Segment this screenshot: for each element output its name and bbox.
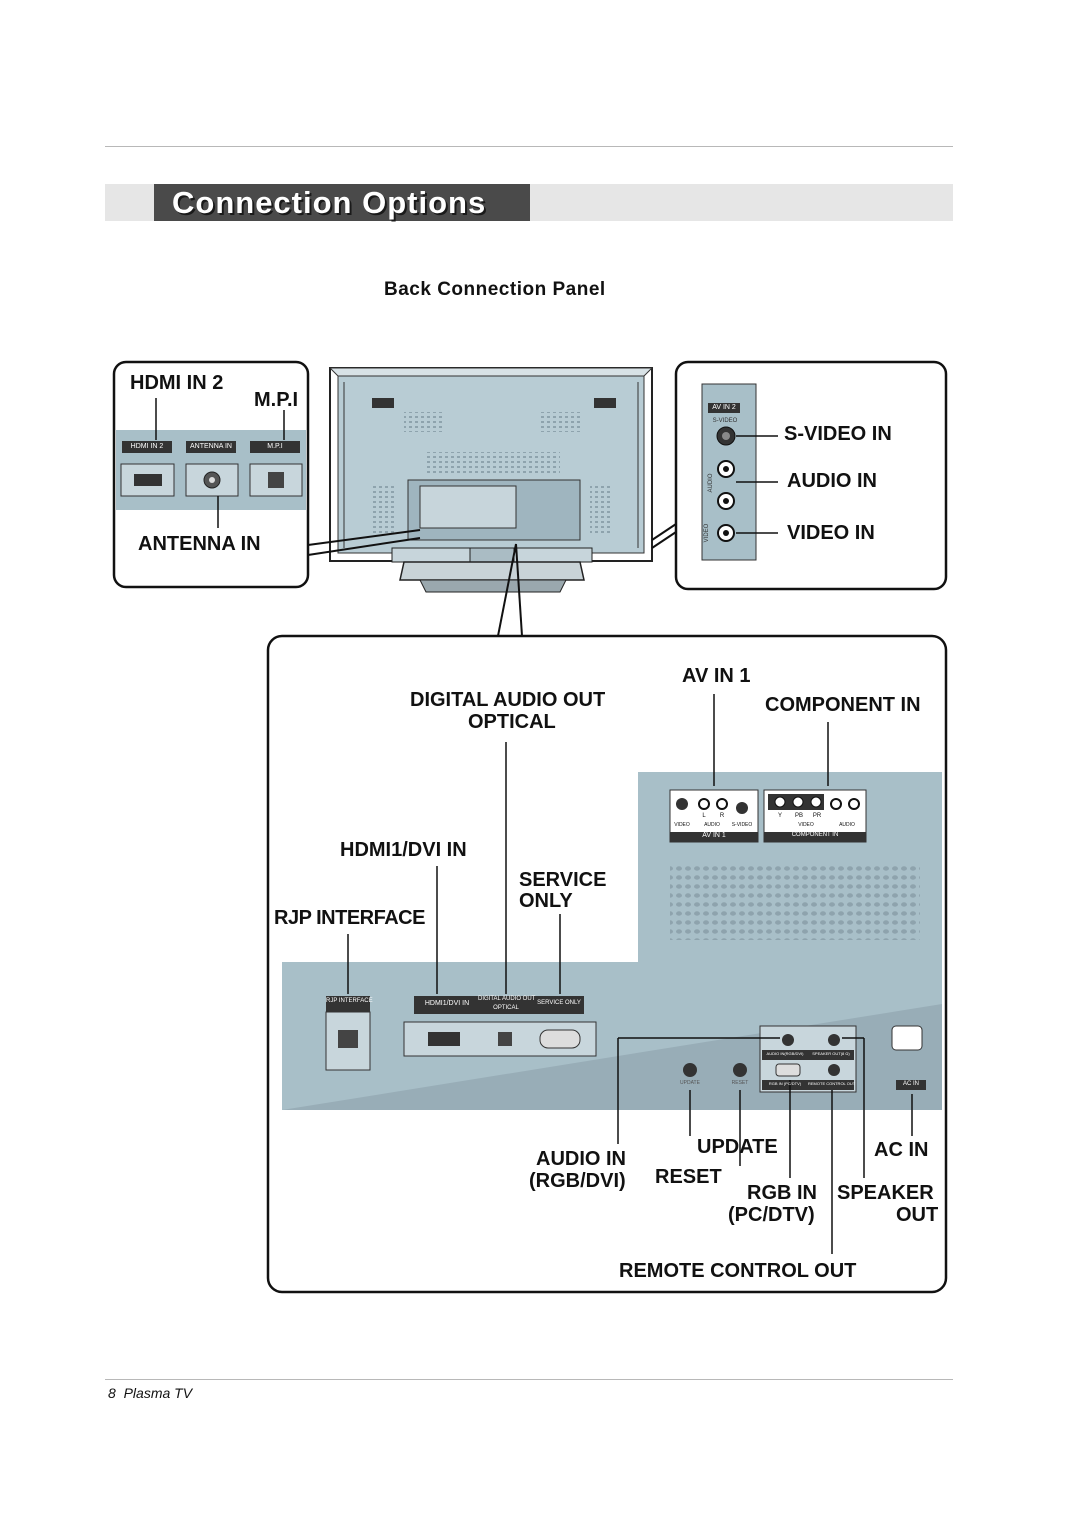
panel-rjp-tag: RJP INTERFACE bbox=[326, 998, 373, 1004]
antenna-in-label: ANTENNA IN bbox=[138, 533, 261, 555]
top-rule bbox=[105, 146, 953, 147]
optical-label: OPTICAL bbox=[468, 711, 556, 733]
left-callout-box bbox=[112, 360, 421, 589]
component-in-label: COMPONENT IN bbox=[765, 694, 921, 716]
hdmi1-dvi-in-label: HDMI1/DVI IN bbox=[340, 839, 467, 861]
panel-audio-tag-av1: AUDIO bbox=[704, 822, 720, 828]
panel-component-tag: COMPONENT IN bbox=[791, 832, 839, 838]
pc-dtv-label: (PC/DTV) bbox=[728, 1204, 815, 1226]
digital-audio-out-label: DIGITAL AUDIO OUT bbox=[410, 689, 606, 711]
panel-audio-tag-comp: AUDIO bbox=[839, 822, 855, 828]
panel-speaker-out-tag: SPEAKER OUT(8 Ω) bbox=[812, 1051, 850, 1056]
section-title: Connection Options bbox=[172, 185, 487, 220]
only-label: ONLY bbox=[519, 890, 573, 912]
panel-svideo-tag: S-VIDEO bbox=[712, 418, 738, 424]
hdmi-in2-label: HDMI IN 2 bbox=[130, 372, 224, 394]
page-number: 8 bbox=[108, 1385, 116, 1401]
panel-r-tag: R bbox=[719, 813, 725, 819]
panel-video-tag-av1: VIDEO bbox=[674, 822, 690, 828]
panel-y-tag: Y bbox=[777, 813, 782, 819]
panel-hdmi2-tag: HDMI IN 2 bbox=[130, 443, 164, 450]
panel-pb-tag: PB bbox=[794, 813, 803, 819]
panel-ac-in-tag: AC IN bbox=[902, 1081, 919, 1087]
panel-svideo-tag-av1: S-VIDEO bbox=[731, 822, 753, 828]
bottom-rule bbox=[105, 1379, 953, 1380]
rgb-in-label: RGB IN bbox=[747, 1182, 817, 1204]
panel-rgb-in-tag: RGB IN (PC/DTV) bbox=[768, 1081, 802, 1086]
rgb-dvi-label: (RGB/DVI) bbox=[529, 1170, 626, 1192]
remote-control-out-label: REMOTE CONTROL OUT bbox=[619, 1260, 857, 1282]
video-in-label: VIDEO IN bbox=[787, 522, 875, 544]
panel-antenna-tag: ANTENNA IN bbox=[189, 443, 232, 450]
audio-in-label: AUDIO IN bbox=[787, 470, 877, 492]
panel-video-tag: VIDEO bbox=[704, 523, 710, 543]
panel-l-tag: L bbox=[702, 813, 706, 819]
panel-mpi-tag: M.P.I bbox=[267, 443, 283, 450]
panel-audio-tag: AUDIO bbox=[708, 473, 714, 493]
panel-digital-tag: DIGITAL AUDIO OUT bbox=[478, 996, 536, 1002]
reset-label: RESET bbox=[655, 1166, 722, 1188]
right-callout-box bbox=[651, 360, 948, 591]
panel-optical-tag: OPTICAL bbox=[493, 1005, 519, 1011]
footer-label: Plasma TV bbox=[123, 1385, 193, 1401]
panel-pr-tag: PR bbox=[812, 813, 822, 819]
tv-back-illustration bbox=[328, 367, 654, 593]
rjp-interface-label: RJP INTERFACE bbox=[274, 907, 425, 929]
mpi-label: M.P.I bbox=[254, 389, 299, 411]
panel-remote-out-tag: REMOTE CONTROL OUT bbox=[808, 1081, 856, 1086]
panel-service-tag: SERVICE ONLY bbox=[537, 1000, 581, 1006]
svideo-in-label: S-VIDEO IN bbox=[784, 423, 892, 445]
panel-av-in2-tag: AV IN 2 bbox=[712, 404, 736, 411]
subtitle: Back Connection Panel bbox=[384, 279, 606, 300]
section-title-tab bbox=[154, 184, 530, 221]
panel-update-tag: UPDATE bbox=[680, 1080, 700, 1086]
panel-av-in1-tag: AV IN 1 bbox=[702, 832, 726, 839]
panel-hdmi1-tag: HDMI1/DVI IN bbox=[424, 1000, 470, 1007]
service-label: SERVICE bbox=[519, 869, 607, 891]
update-label: UPDATE bbox=[697, 1136, 778, 1158]
audio-in-rgb-label: AUDIO IN bbox=[536, 1148, 626, 1170]
bottom-callout-box bbox=[266, 543, 948, 1294]
speaker-label: SPEAKER bbox=[837, 1182, 934, 1204]
out-label: OUT bbox=[896, 1204, 939, 1226]
ac-in-label: AC IN bbox=[874, 1139, 929, 1161]
panel-reset-tag: RESET bbox=[731, 1080, 749, 1086]
page-footer: 8 Plasma TV bbox=[108, 1385, 192, 1401]
av-in1-label: AV IN 1 bbox=[682, 665, 751, 687]
panel-audio-rgb-tag: AUDIO IN(RGB/DVI) bbox=[766, 1051, 804, 1056]
panel-video-tag-comp: VIDEO bbox=[798, 822, 814, 828]
